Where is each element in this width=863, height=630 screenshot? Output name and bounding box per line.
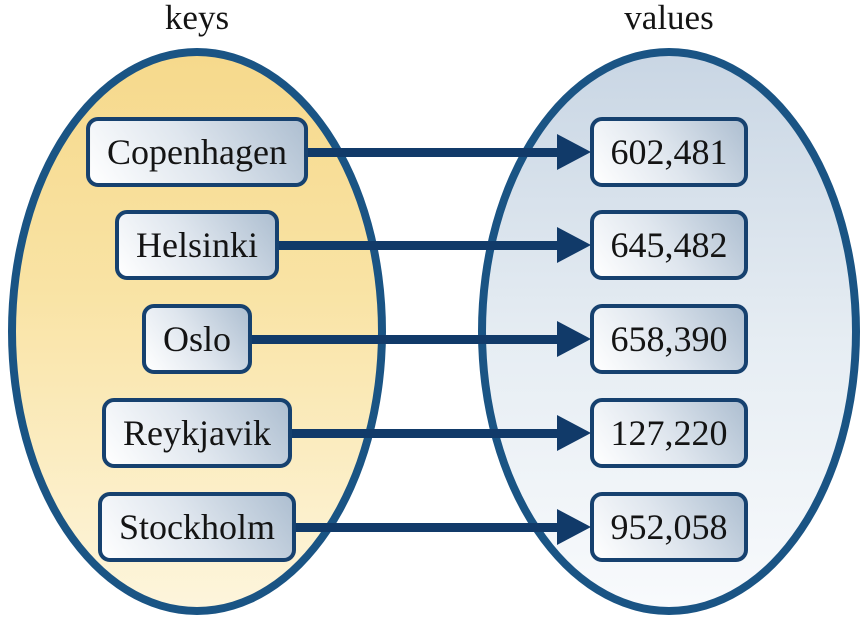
values-set-label: values xyxy=(624,0,714,37)
arrowhead-icon xyxy=(557,509,591,545)
key-box-reykjavik: Reykjavik xyxy=(102,398,292,468)
key-box-stockholm: Stockholm xyxy=(97,492,297,562)
value-box-952058: 952,058 xyxy=(590,492,748,562)
arrowhead-icon xyxy=(557,321,591,357)
arrow-line xyxy=(230,429,560,438)
arrow-line xyxy=(230,148,560,157)
arrowhead-icon xyxy=(557,415,591,451)
value-box-127220: 127,220 xyxy=(590,398,748,468)
value-box-645482: 645,482 xyxy=(590,210,748,280)
keys-set-label: keys xyxy=(164,0,230,37)
arrowhead-icon xyxy=(557,134,591,170)
arrow-line xyxy=(230,335,560,344)
key-box-oslo: Oslo xyxy=(141,304,253,374)
arrowhead-icon xyxy=(557,227,591,263)
key-box-helsinki: Helsinki xyxy=(115,210,279,280)
value-box-658390: 658,390 xyxy=(590,304,748,374)
arrow-line xyxy=(230,241,560,250)
value-box-602481: 602,481 xyxy=(590,117,748,187)
arrow-line xyxy=(230,523,560,532)
key-box-copenhagen: Copenhagen xyxy=(86,117,308,187)
